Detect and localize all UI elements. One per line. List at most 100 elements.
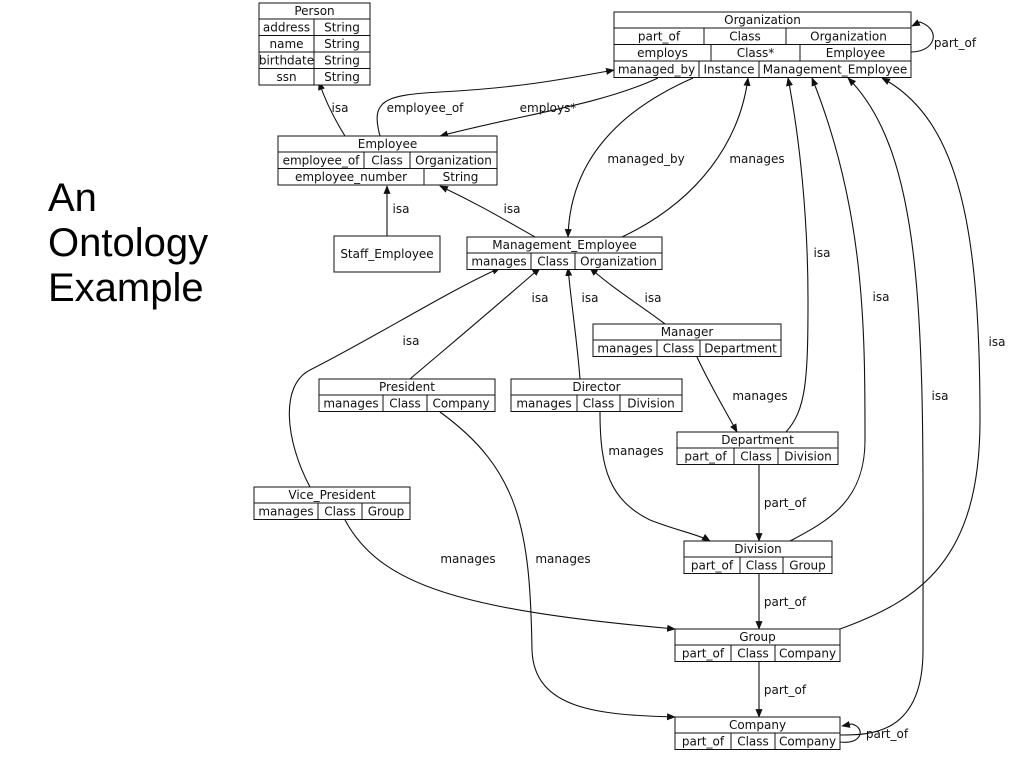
attribute-cell-box: [361, 502, 411, 520]
slide-title-line: Ontology: [48, 221, 209, 265]
slide-title-line: Example: [48, 266, 204, 310]
class-name: Director: [572, 380, 620, 394]
attribute-cell: Organization: [580, 254, 657, 268]
attribute-cell: Class*: [737, 46, 775, 60]
attribute-cell: part_of: [684, 449, 727, 463]
edge-label: part_of: [764, 496, 807, 510]
class-name: Vice_President: [288, 488, 376, 502]
edge-vp-isa-mgmt: [288, 267, 501, 488]
class-name: Staff_Employee: [340, 247, 433, 261]
edge-division-isa-organization: [789, 77, 866, 542]
attribute-cell: Class: [583, 396, 615, 410]
edge-mgmt-isa-employee: [439, 185, 536, 238]
attribute-cell: Class: [663, 341, 695, 355]
edge-label: manages: [440, 552, 495, 566]
attribute-cell-box: [782, 556, 833, 574]
edge-label: managed_by: [607, 152, 684, 166]
attribute-row: employee_number String: [277, 168, 498, 186]
attribute-cell: Company: [779, 734, 836, 748]
edge-department-isa-organization: [785, 77, 809, 433]
attribute-cell: Company: [779, 646, 836, 660]
edge-company-part-of-self: [839, 720, 861, 743]
attribute-cell: Company: [432, 396, 489, 410]
attribute-cell-box: [423, 168, 498, 186]
attribute-cell: Class: [737, 734, 769, 748]
attribute-cell-box: [313, 68, 371, 86]
edge-group-isa-organization: [839, 77, 981, 630]
attribute-cell: Class: [740, 449, 772, 463]
attribute-cell: Division: [627, 396, 675, 410]
attribute-cell: Class: [324, 504, 356, 518]
edge-label: isa: [989, 335, 1006, 349]
attribute-cell: String: [443, 170, 479, 184]
class-name: Organization: [724, 13, 801, 27]
attribute-cell: Management_Employee: [763, 62, 907, 76]
edge-label: part_of: [764, 683, 807, 697]
attribute-cell: manages: [258, 504, 313, 518]
edge-label: manages: [608, 444, 663, 458]
class-staff-employee: Staff_Employee: [333, 235, 441, 273]
edge-president-manages-company: [439, 411, 676, 721]
slide-title: An Ontology Example: [48, 176, 208, 311]
edges-layer: [288, 19, 981, 743]
edge-label: isa: [645, 291, 662, 305]
attribute-cell-box: [758, 60, 912, 78]
edge-director-isa-mgmt: [565, 267, 581, 380]
edge-company-isa-organization: [839, 77, 924, 736]
edge-label: isa: [393, 202, 410, 216]
attribute-cell: String: [324, 20, 360, 34]
edge-label: manages: [729, 152, 784, 166]
edge-director-manages-division: [599, 411, 711, 542]
attribute-cell: Division: [784, 449, 832, 463]
attribute-cell: employee_number: [295, 170, 407, 184]
edge-label: part_of: [764, 595, 807, 609]
attribute-cell: ssn: [276, 70, 296, 84]
class-name: Person: [294, 4, 334, 18]
class-name: Company: [729, 718, 786, 732]
attribute-cell: String: [324, 70, 360, 84]
class-company: Company part_of Class Company: [674, 716, 841, 750]
attribute-row: part_of Class Company: [674, 732, 841, 750]
edge-label: isa: [932, 389, 949, 403]
edge-vp-manages-group: [344, 519, 676, 632]
attribute-cell: employee_of: [283, 153, 361, 167]
class-name: Division: [734, 542, 782, 556]
attribute-cell: managed_by: [618, 62, 695, 76]
edge-label: manages: [535, 552, 590, 566]
edge-label: isa: [332, 101, 349, 115]
edge-mgmt-manages-organization: [621, 77, 751, 238]
attribute-cell: part_of: [682, 646, 725, 660]
edge-label: isa: [873, 290, 890, 304]
class-name: Group: [739, 630, 776, 644]
edge-label: isa: [532, 291, 549, 305]
edge-president-isa-mgmt: [409, 267, 541, 380]
attribute-cell: part_of: [682, 734, 725, 748]
attribute-cell: Class: [746, 558, 778, 572]
attribute-cell: manages: [471, 254, 526, 268]
edge-label: part_of: [866, 727, 909, 741]
class-name: Employee: [358, 137, 417, 151]
attribute-cell: Group: [789, 558, 826, 572]
edge-label: employs*: [520, 101, 577, 115]
slide-title-line: An: [48, 176, 97, 220]
edge-employee-employee-of-organization: [376, 67, 615, 137]
edge-employee-isa-person: [318, 81, 346, 137]
class-name: Department: [721, 433, 794, 447]
